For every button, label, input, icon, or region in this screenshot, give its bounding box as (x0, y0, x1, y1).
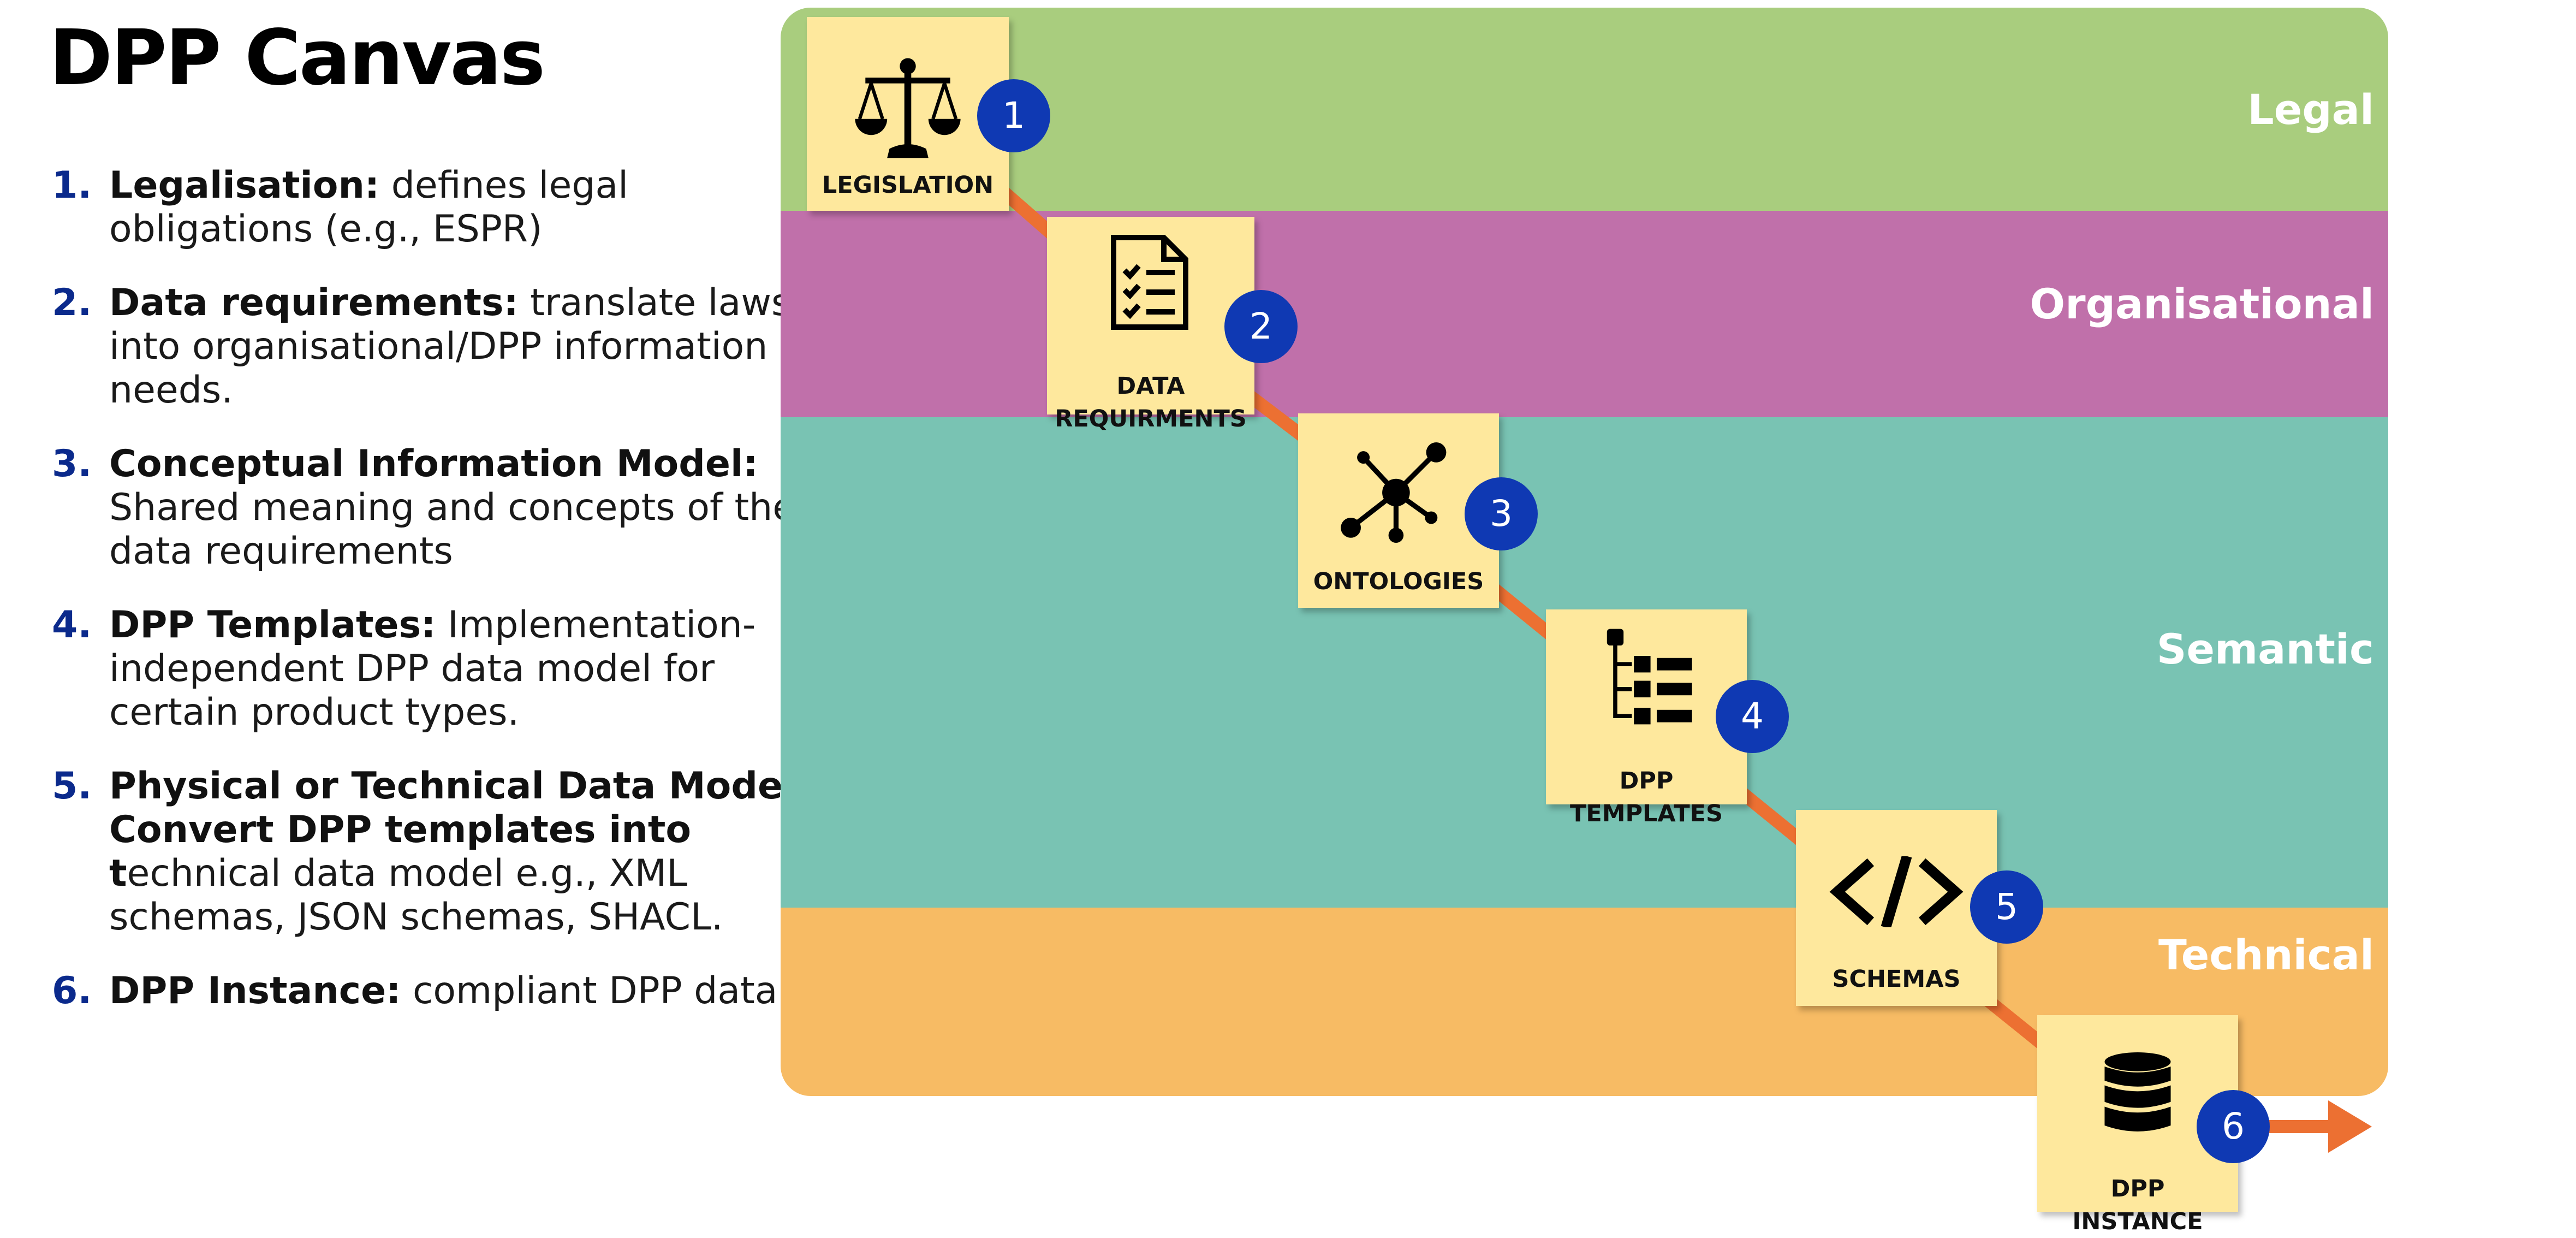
semantic-label: Semantic (2156, 625, 2374, 673)
step-list: 1. Legalisation: defines legal obligatio… (52, 164, 816, 1043)
page-title: DPP Canvas (49, 14, 545, 103)
legislation-card: LEGISLATION (807, 17, 1009, 211)
legal-label: Legal (2247, 85, 2374, 134)
step-description: defines legal obligations (e.g., ESPR) (109, 164, 629, 251)
dpp-instance-card: DPP INSTANCE (2037, 1015, 2238, 1235)
list-item: 6. DPP Instance: compliant DPP data (52, 969, 816, 1013)
schemas-card: SCHEMAS (1796, 810, 1997, 1006)
step-heading: Legalisation: (109, 164, 380, 207)
step-heading: Data requirements: (109, 281, 519, 324)
step-badge: 1 (977, 79, 1050, 152)
card-label: ONTOLOGIES (1313, 568, 1484, 595)
ontologies-card: ONTOLOGIES (1298, 413, 1499, 608)
step-number: 4. (52, 603, 92, 647)
network-node-icon (1341, 442, 1447, 543)
step-badge: 3 (1465, 477, 1538, 550)
card-label: LEGISLATION (822, 171, 994, 199)
step-number: 2. (52, 281, 92, 324)
step-heading: Physical or Technical Data Model: Conver… (109, 765, 811, 895)
list-item: 4. DPP Templates: Implementation-indepen… (52, 603, 816, 734)
technical-label: Technical (2158, 931, 2374, 979)
step-badge: 6 (2197, 1090, 2270, 1163)
step-badge: 4 (1716, 680, 1789, 753)
card-label: DPP INSTANCE (2037, 1140, 2238, 1238)
scales-icon (855, 58, 961, 158)
step-number: 3. (52, 442, 92, 485)
step-heading: DPP Templates: (109, 603, 436, 647)
checklist-document-icon (1111, 235, 1188, 330)
card-label-text: DPP INSTANCE (2072, 1175, 2203, 1235)
card-label-text: DPP TEMPLATES (1569, 767, 1723, 827)
step-description: Shared meaning and concepts of the data … (109, 486, 796, 573)
step-description: Implementation-independent DPP data mode… (109, 603, 756, 734)
step-description: compliant DPP data (401, 969, 778, 1012)
list-item: 1. Legalisation: defines legal obligatio… (52, 164, 816, 251)
dpp-templates-card: DPP TEMPLATES (1546, 609, 1747, 827)
step-number: 1. (52, 164, 92, 207)
list-item: 2. Data requirements: translate laws int… (52, 281, 816, 412)
step-badge: 2 (1224, 290, 1298, 363)
step-number: 6. (52, 969, 92, 1012)
card-label-text: DATA REQUIRMENTS (1055, 372, 1247, 433)
organisational-label: Organisational (2030, 280, 2375, 328)
list-item: 3. Conceptual Information Model: Shared … (52, 442, 816, 573)
data-requirements-card: DATA REQUIRMENTS (1047, 217, 1254, 433)
step-number: 5. (52, 765, 92, 808)
code-icon (1829, 856, 1964, 927)
step-heading: Conceptual Information Model: (109, 442, 758, 485)
card-label: SCHEMAS (1832, 965, 1961, 993)
list-item: 5. Physical or Technical Data Model: Con… (52, 765, 816, 939)
step-badge: 5 (1970, 870, 2043, 944)
step-description: echnical data model e.g., XML schemas, J… (109, 852, 723, 939)
step-description: translate laws into organisational/DPP i… (109, 281, 791, 412)
card-label: DPP TEMPLATES (1546, 732, 1747, 830)
card-label: DATA REQUIRMENTS (1047, 337, 1254, 435)
database-icon (2104, 1052, 2171, 1132)
step-heading: DPP Instance: (109, 969, 401, 1012)
tree-list-icon (1607, 629, 1692, 725)
output-arrow-head (2328, 1100, 2372, 1153)
